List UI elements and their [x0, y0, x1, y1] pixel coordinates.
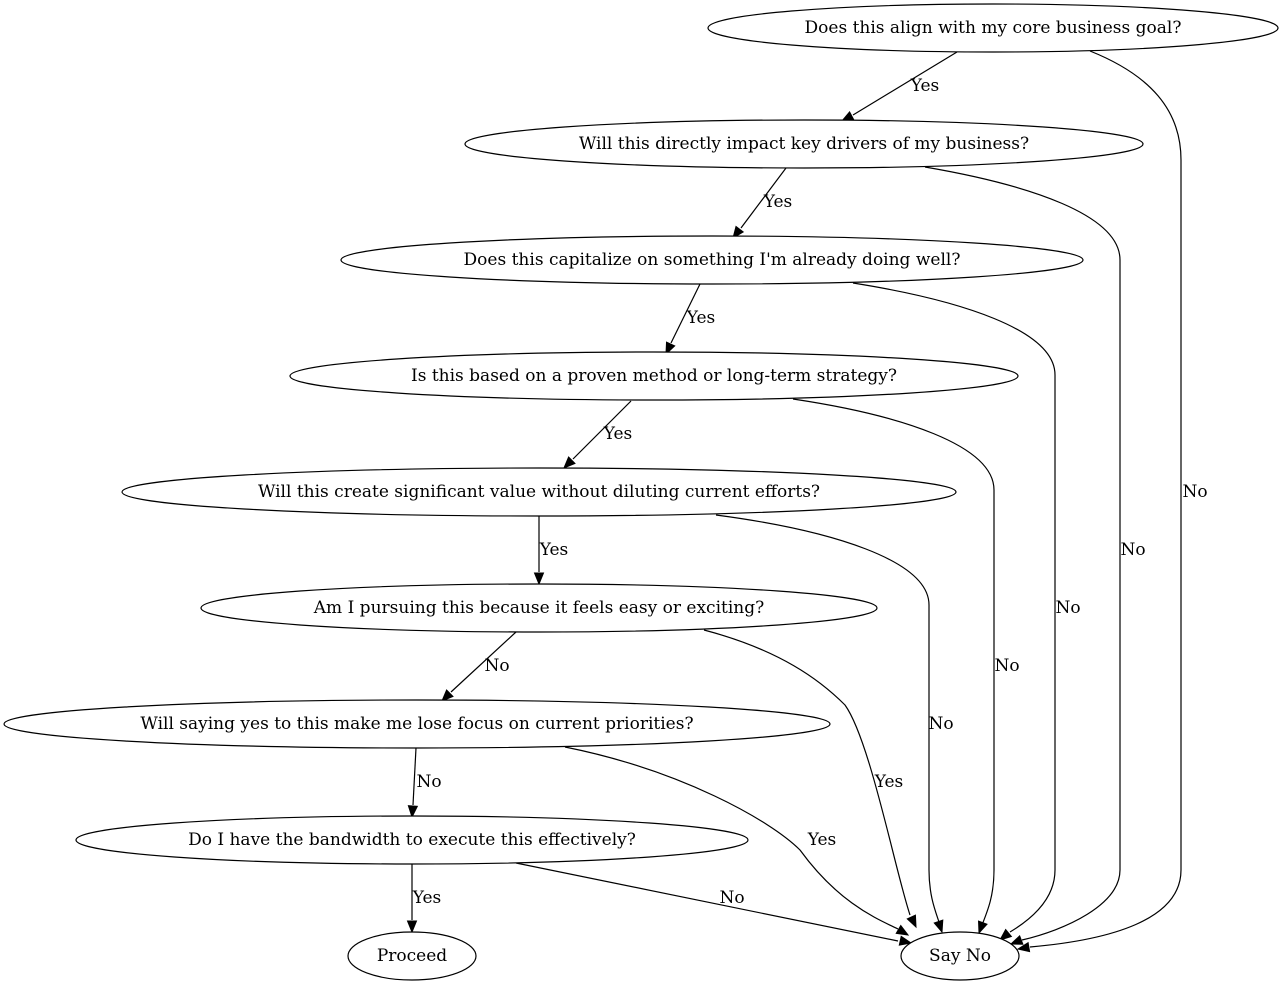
arrowhead-icon: [732, 225, 745, 240]
node-label: Do I have the bandwidth to execute this …: [188, 830, 636, 850]
node-ellipse: [464, 119, 1144, 169]
edge-q1-sayno: No: [1016, 50, 1208, 953]
edge-label: No: [1182, 482, 1207, 502]
edge-q3-q4: Yes: [665, 283, 716, 356]
arrowhead-icon: [895, 924, 910, 936]
node-ellipse: [121, 467, 957, 517]
node-q6: Am I pursuing this because it feels easy…: [200, 583, 878, 633]
node-q2: Will this directly impact key drivers of…: [464, 119, 1144, 169]
edge-line: [450, 631, 517, 693]
arrowhead-icon: [533, 572, 545, 586]
edge-q7-q8: No: [407, 747, 442, 819]
edge-q5-q6: Yes: [533, 516, 569, 586]
edge-line: [924, 166, 1121, 941]
edge-q5-sayno: No: [715, 514, 954, 934]
edge-q4-q5: Yes: [563, 400, 633, 469]
arrowhead-icon: [898, 935, 913, 946]
node-ellipse: [75, 815, 749, 865]
node-q1: Does this align with my core business go…: [707, 3, 1279, 53]
edge-label: Yes: [603, 424, 633, 444]
edge-line: [412, 747, 417, 806]
nodes-layer: Does this align with my core business go…: [3, 3, 1279, 981]
node-ellipse: [200, 583, 878, 633]
edge-q8-sayno: No: [515, 862, 913, 946]
edge-q2-q3: Yes: [732, 167, 793, 240]
edge-line: [792, 398, 995, 926]
edge-q6-sayno: Yes: [703, 629, 917, 929]
arrowhead-icon: [933, 919, 944, 934]
edge-line: [572, 400, 632, 460]
edge-label: No: [484, 656, 509, 676]
edge-line: [670, 283, 701, 344]
edge-label: Yes: [874, 772, 904, 792]
edge-label: No: [1120, 540, 1145, 560]
node-q4: Is this based on a proven method or long…: [289, 351, 1019, 401]
node-label: Does this align with my core business go…: [805, 18, 1182, 38]
edge-line: [703, 629, 911, 916]
node-label: Say No: [929, 946, 991, 966]
node-label: Am I pursuing this because it feels easy…: [313, 598, 764, 618]
node-q8: Do I have the bandwidth to execute this …: [75, 815, 749, 865]
node-label: Proceed: [377, 946, 447, 966]
edge-line: [852, 51, 958, 116]
edge-label: Yes: [910, 76, 940, 96]
node-ellipse: [289, 351, 1019, 401]
edge-label: No: [994, 656, 1019, 676]
node-label: Will saying yes to this make me lose foc…: [140, 714, 693, 734]
edge-line: [1029, 50, 1182, 948]
edge-q7-sayno: Yes: [564, 746, 910, 936]
node-label: Will this directly impact key drivers of…: [579, 134, 1029, 154]
edge-label: No: [719, 888, 744, 908]
arrowhead-icon: [563, 456, 576, 469]
node-ellipse: [900, 931, 1020, 981]
edge-label: Yes: [686, 308, 716, 328]
node-ellipse: [3, 699, 831, 749]
edge-q8-proceed: Yes: [406, 864, 442, 934]
edge-label: No: [1055, 598, 1080, 618]
arrowhead-icon: [1016, 941, 1031, 953]
node-q7: Will saying yes to this make me lose foc…: [3, 699, 831, 749]
edge-label: No: [416, 772, 441, 792]
edge-line: [715, 514, 940, 923]
edge-label: Yes: [539, 540, 569, 560]
node-sayno: Say No: [900, 931, 1020, 981]
node-label: Does this capitalize on something I'm al…: [464, 250, 961, 270]
node-proceed: Proceed: [347, 931, 477, 981]
edge-label: No: [928, 714, 953, 734]
node-q3: Does this capitalize on something I'm al…: [340, 235, 1084, 285]
edge-line: [852, 282, 1056, 933]
node-ellipse: [707, 3, 1279, 53]
arrowhead-icon: [978, 920, 988, 935]
edge-q2-sayno: No: [924, 166, 1146, 945]
edge-q1-q2: Yes: [840, 51, 958, 122]
edge-q4-sayno: No: [792, 398, 1020, 935]
node-ellipse: [347, 931, 477, 981]
arrowhead-icon: [441, 689, 454, 702]
node-label: Is this based on a proven method or long…: [411, 366, 897, 386]
edge-line: [515, 862, 899, 942]
edge-label: Yes: [807, 830, 837, 850]
edge-label: Yes: [412, 888, 442, 908]
edge-line: [564, 746, 899, 930]
arrowhead-icon: [1009, 934, 1024, 945]
arrowhead-icon: [906, 914, 917, 929]
edge-q3-sayno: No: [852, 282, 1081, 941]
arrowhead-icon: [665, 341, 676, 356]
edge-label: Yes: [763, 192, 793, 212]
arrowhead-icon: [998, 928, 1013, 941]
arrowhead-icon: [407, 805, 419, 819]
edge-q6-q7: No: [441, 631, 517, 702]
arrowhead-icon: [406, 920, 418, 934]
node-q5: Will this create significant value witho…: [121, 467, 957, 517]
edge-line: [740, 167, 787, 229]
node-ellipse: [340, 235, 1084, 285]
node-label: Will this create significant value witho…: [258, 482, 820, 502]
